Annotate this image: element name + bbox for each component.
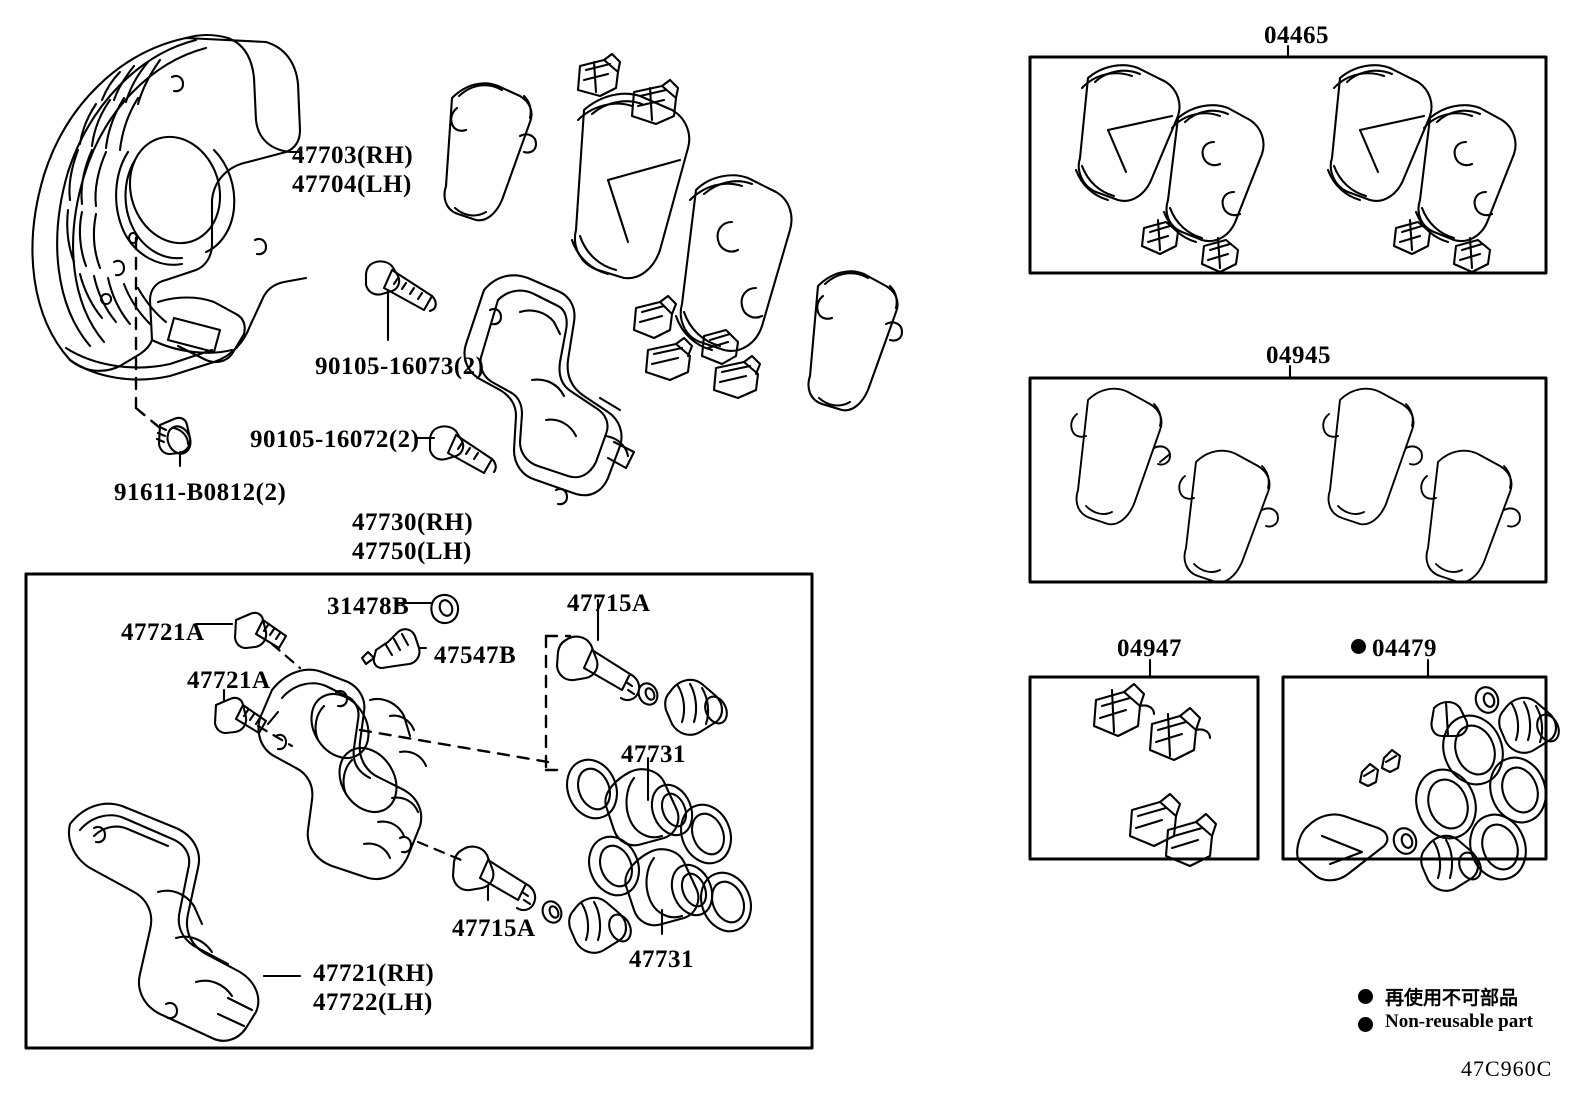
caliper-mount-bracket-part (68, 802, 260, 1042)
legend-dot-japanese (1358, 989, 1373, 1004)
legend-dot-english (1358, 1017, 1373, 1032)
bolt-91611-part (155, 416, 192, 456)
kit-label-04479: 04479 (1372, 635, 1437, 662)
caliper-bracket-upper-part (463, 274, 636, 506)
legend-text-japanese: 再使用不可部品 (1385, 987, 1519, 1009)
kit-box-04479 (1281, 675, 1548, 861)
callout-91611-B0812: 91611-B0812(2) (114, 479, 287, 506)
callout-90105-16072: 90105-16072(2) (250, 426, 420, 453)
bolt-90105-16072-part (428, 425, 497, 475)
bolt-90105-16073-part (364, 260, 437, 313)
callout-47715A-lower: 47715A (452, 915, 536, 942)
callout-47703: 47703(RH) (292, 142, 414, 169)
legend-text-english: Non-reusable part (1385, 1011, 1533, 1032)
brake-pads-upper-group (443, 52, 904, 412)
kit-box-04947 (1028, 675, 1260, 861)
kit-label-04465: 04465 (1264, 22, 1329, 49)
kit-box-04465 (1028, 55, 1548, 275)
slide-pin-47715A-upper (555, 635, 641, 702)
slide-pin-boot-upper (637, 678, 728, 736)
callout-47721A-lower: 47721A (187, 667, 271, 694)
callout-47731-lower: 47731 (629, 946, 694, 973)
dust-shield-part (31, 33, 308, 381)
non-reusable-dot-04479 (1351, 639, 1366, 654)
kit-label-04945: 04945 (1266, 342, 1331, 369)
callout-47722: 47722(LH) (313, 989, 433, 1016)
kit-04465-contents (1074, 64, 1517, 274)
kit-label-04947: 04947 (1117, 635, 1182, 662)
callout-47721A-upper: 47721A (121, 619, 205, 646)
callout-90105-16073: 90105-16073(2) (315, 353, 485, 380)
pin-bolt-47721A-upper (233, 611, 288, 650)
callout-47730: 47730(RH) (352, 509, 474, 536)
pin-bolt-47721A-lower (213, 696, 268, 735)
kit-04947-contents (1092, 682, 1218, 868)
callout-47731-upper: 47731 (621, 741, 686, 768)
caliper-body-part (257, 668, 428, 880)
pin-boot-lower (541, 896, 632, 954)
callout-47704: 47704(LH) (292, 171, 412, 198)
diagram-code: 47C960C (1461, 1056, 1553, 1081)
callout-31478B: 31478B (327, 593, 410, 620)
cap-31478B-part (430, 593, 460, 625)
kit-04479-contents (1296, 686, 1560, 892)
callout-47547B: 47547B (434, 642, 517, 669)
bleeder-screw-47547B-part (360, 628, 421, 670)
piston-47731-lower (588, 835, 752, 933)
callout-47715A-upper: 47715A (567, 590, 651, 617)
callout-47750: 47750(LH) (352, 538, 472, 565)
slide-pin-47715A-lower (451, 845, 537, 912)
callout-47721: 47721(RH) (313, 960, 435, 987)
kit-04945-contents (1070, 387, 1521, 584)
kit-box-04945 (1028, 376, 1548, 584)
